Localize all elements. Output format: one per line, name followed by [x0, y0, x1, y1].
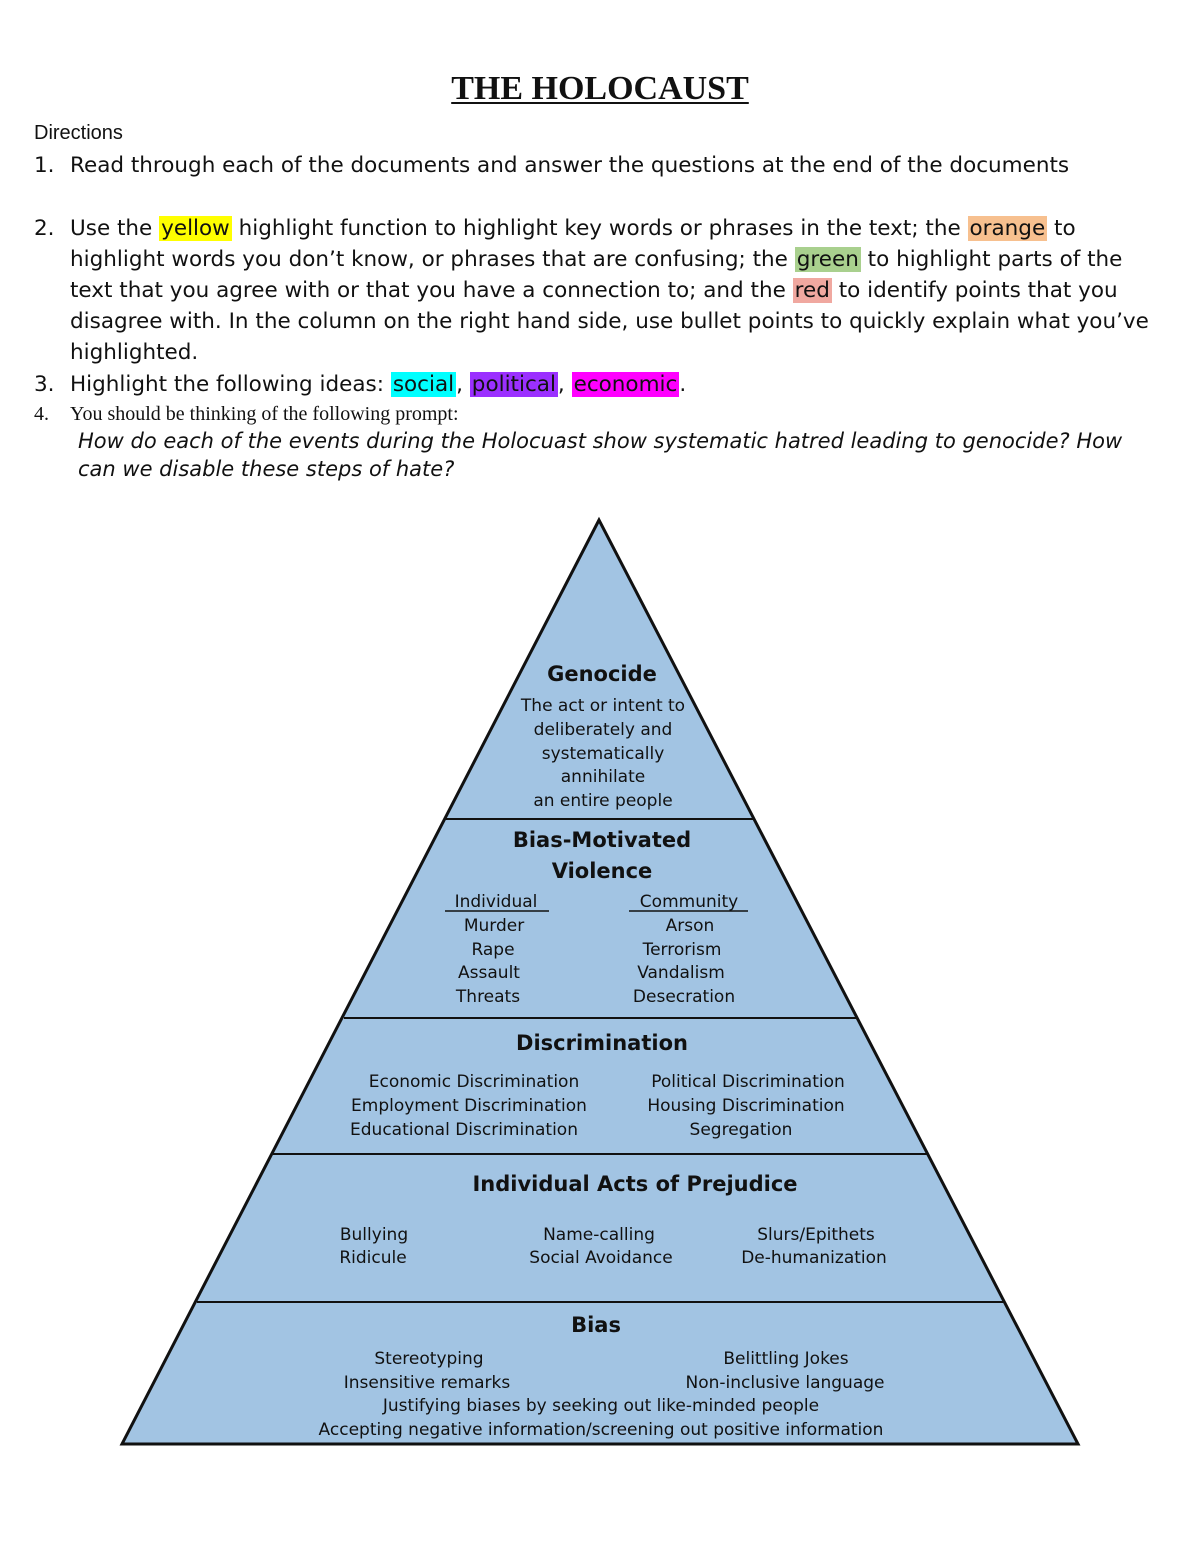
- text-run: to highlight words you don’t know, or ph…: [70, 216, 1076, 272]
- item-text: Use the yellow highlight function to hig…: [70, 213, 1164, 368]
- violence-item: Desecration: [633, 987, 735, 1007]
- page-title: THE HOLOCAUST: [451, 70, 749, 107]
- discrimination-item: Employment Discrimination: [351, 1096, 587, 1116]
- direction-item-1: 1. Read through each of the documents an…: [34, 150, 1164, 181]
- bias-item: Stereotyping: [374, 1349, 483, 1369]
- violence-item: Terrorism: [642, 940, 722, 960]
- bias-item: Accepting negative information/screening…: [319, 1420, 884, 1440]
- bias-item: Non-inclusive language: [685, 1373, 884, 1393]
- essay-prompt: How do each of the events during the Hol…: [78, 429, 1123, 481]
- direction-item-2: 2. Use the yellow highlight function to …: [34, 213, 1164, 368]
- discrimination-item: Housing Discrimination: [647, 1096, 844, 1116]
- tier-line: systematically: [542, 744, 665, 764]
- text-run: to highlight parts of the text that you …: [70, 247, 1123, 303]
- tier-line: deliberately and: [534, 720, 673, 740]
- column-head-individual: Individual: [455, 892, 538, 912]
- discrimination-item: Educational Discrimination: [350, 1120, 578, 1140]
- column-head-community: Community: [640, 892, 738, 912]
- item-text: You should be thinking of the following …: [70, 403, 459, 425]
- tier-line: annihilate: [561, 767, 645, 787]
- violence-item: Murder: [464, 916, 524, 936]
- discrimination-item: Economic Discrimination: [369, 1072, 579, 1092]
- tier-title: Violence: [552, 859, 653, 883]
- tier-discrimination: Discrimination Economic Discrimination E…: [350, 1031, 845, 1140]
- highlight-red: red: [792, 278, 832, 303]
- text-run: highlight function to highlight key word…: [231, 216, 968, 241]
- prejudice-item: Bullying: [340, 1225, 408, 1245]
- pyramid-shape: [119, 516, 1081, 1446]
- tier-title: Individual Acts of Prejudice: [472, 1172, 797, 1196]
- tier-bias: Bias Stereotyping Insensitive remarks Be…: [319, 1313, 885, 1440]
- prejudice-item: Ridicule: [339, 1248, 406, 1268]
- violence-item: Arson: [666, 916, 715, 936]
- text-run: Use the: [70, 216, 160, 241]
- highlight-green: green: [794, 247, 861, 272]
- direction-item-3: 3. Highlight the following ideas: social…: [34, 369, 1164, 400]
- directions-heading: Directions: [34, 122, 123, 144]
- tier-line: an entire people: [533, 791, 672, 811]
- text-run: ,: [456, 372, 470, 397]
- violence-item: Threats: [455, 987, 520, 1007]
- highlight-political: political: [469, 372, 558, 397]
- tier-violence: Bias-Motivated Violence Individual Murde…: [445, 828, 748, 1007]
- bias-item: Insensitive remarks: [344, 1373, 511, 1393]
- text-run: ,: [557, 372, 572, 397]
- discrimination-item: Segregation: [690, 1120, 793, 1140]
- violence-item: Vandalism: [637, 963, 725, 983]
- item-number: 4.: [34, 403, 49, 425]
- text-run: Highlight the following ideas:: [70, 372, 391, 397]
- prejudice-item: Social Avoidance: [529, 1248, 672, 1268]
- item-number: 1.: [34, 153, 55, 178]
- prejudice-item: Slurs/Epithets: [757, 1225, 875, 1245]
- discrimination-item: Political Discrimination: [651, 1072, 845, 1092]
- tier-title: Genocide: [547, 662, 657, 686]
- tier-prejudice: Individual Acts of Prejudice Bullying Ri…: [339, 1172, 886, 1268]
- violence-item: Rape: [471, 940, 514, 960]
- direction-item-4: 4. You should be thinking of the followi…: [34, 403, 459, 426]
- tier-title: Bias-Motivated: [513, 828, 691, 852]
- tier-line: The act or intent to: [520, 696, 685, 716]
- prejudice-item: De-humanization: [741, 1248, 887, 1268]
- highlight-economic: economic: [571, 372, 680, 397]
- prejudice-item: Name-calling: [543, 1225, 655, 1245]
- item-number: 2.: [34, 216, 55, 241]
- highlight-yellow: yellow: [159, 216, 232, 241]
- item-text: Read through each of the documents and a…: [70, 153, 1070, 178]
- text-run: to identify points that you disagree wit…: [70, 278, 1149, 365]
- tier-title: Discrimination: [516, 1031, 688, 1055]
- bias-item: Belittling Jokes: [723, 1349, 848, 1369]
- highlight-orange: orange: [967, 216, 1048, 241]
- tier-title: Bias: [571, 1313, 621, 1337]
- item-number: 3.: [34, 372, 55, 397]
- tier-genocide: Genocide The act or intent to deliberate…: [520, 662, 685, 811]
- text-run: .: [679, 372, 687, 397]
- highlight-social: social: [390, 372, 457, 397]
- violence-item: Assault: [458, 963, 520, 983]
- item-text: Highlight the following ideas: social, p…: [70, 369, 1164, 400]
- bias-item: Justifying biases by seeking out like-mi…: [382, 1396, 819, 1416]
